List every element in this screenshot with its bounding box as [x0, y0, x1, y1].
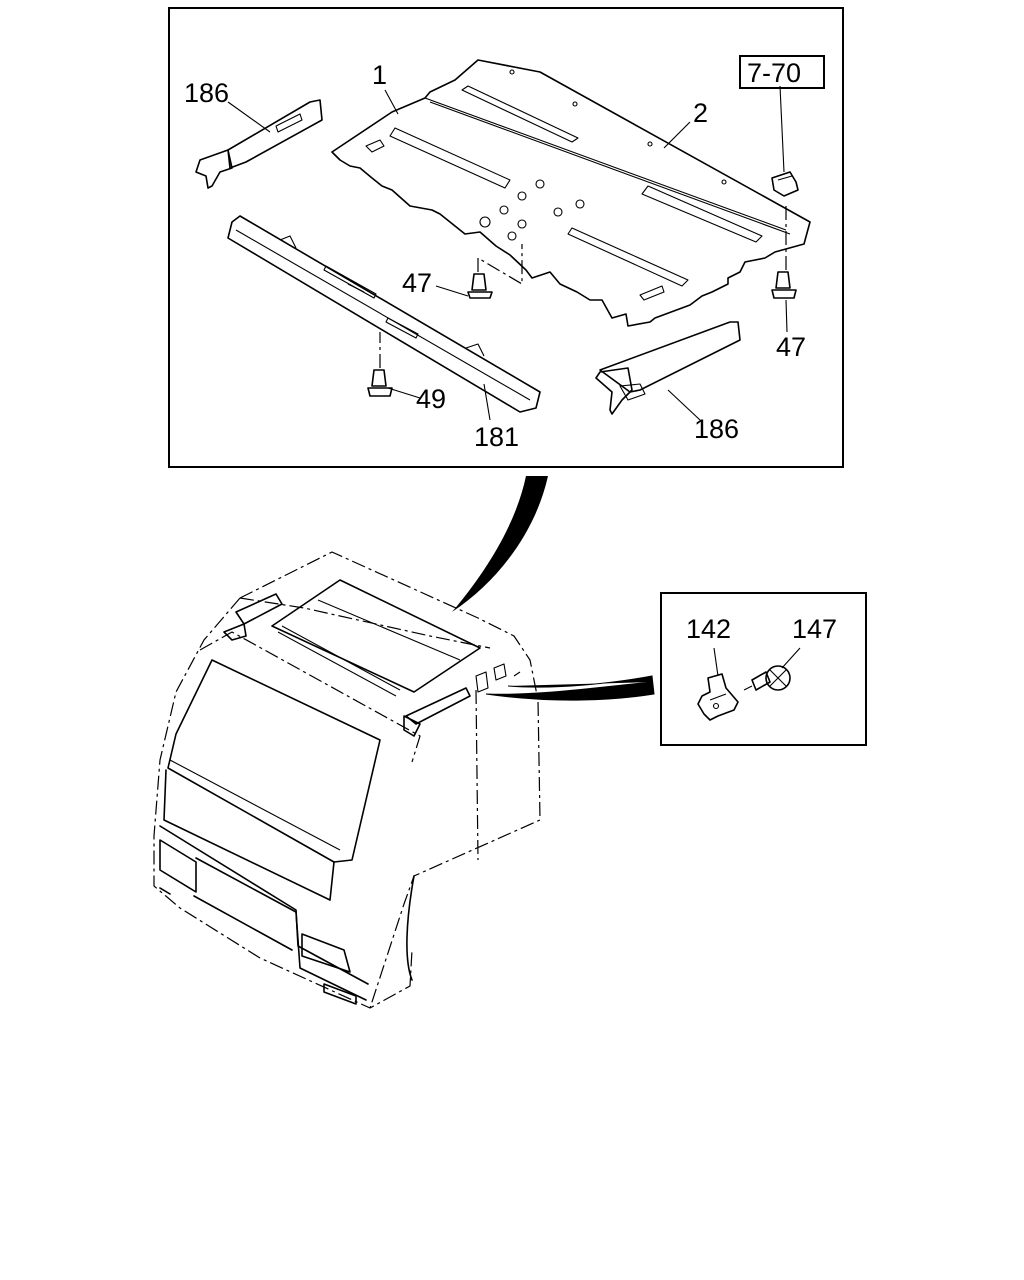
upper-detail-frame [168, 7, 844, 468]
callout-147: 147 [792, 614, 837, 644]
cab-body [153, 551, 541, 1009]
leader-lines [227, 85, 801, 677]
callout-142: 142 [686, 614, 731, 644]
connector-arrow-small [485, 675, 655, 701]
callout-47-right: 47 [776, 332, 806, 362]
guide-line [477, 244, 523, 286]
bracket-part [697, 673, 739, 721]
screw-49 [367, 369, 393, 397]
clip-part [771, 171, 799, 197]
corner-trim-left [195, 99, 323, 189]
screw-47-center [467, 273, 493, 299]
callout-49: 49 [416, 384, 446, 414]
callout-186-left: 186 [184, 78, 229, 108]
callout-181: 181 [474, 422, 519, 452]
screw-47-right [771, 271, 797, 299]
callout-1: 1 [372, 60, 387, 90]
callout-186-right: 186 [694, 414, 739, 444]
front-trim-strip [227, 215, 541, 413]
callout-7-70: 7-70 [747, 58, 801, 88]
callout-2: 2 [693, 98, 708, 128]
connector-arrow [452, 476, 548, 612]
callout-47-center: 47 [402, 268, 432, 298]
roof-inner-panel [331, 59, 811, 327]
small-detail-frame [660, 592, 867, 746]
corner-trim-right [595, 321, 741, 415]
reference-box [739, 55, 825, 89]
bolt-part [743, 665, 791, 691]
